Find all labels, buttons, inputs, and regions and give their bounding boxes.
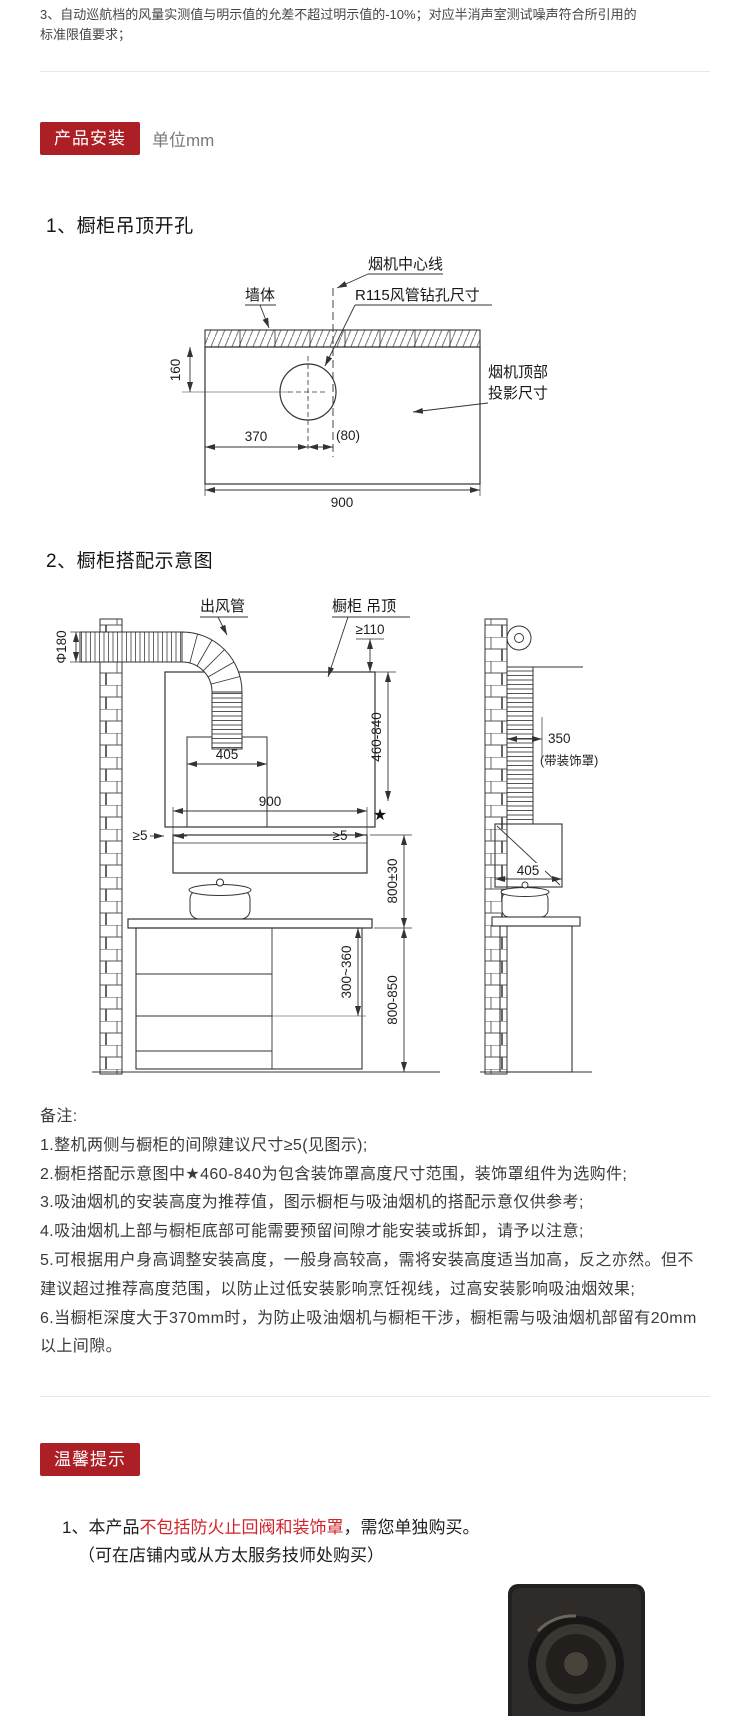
base-cabinet (92, 918, 440, 1073)
check-valve-photo (508, 1584, 645, 1716)
dim-phi180: Φ180 (54, 630, 69, 663)
projection-label-2: 投影尺寸 (488, 385, 548, 402)
dim-gap110: ≥110 (356, 622, 385, 637)
tips-section-badge: 温馨提示 (40, 1443, 140, 1477)
right-base-cabinet (480, 916, 592, 1073)
section-divider (40, 71, 710, 72)
dim-405-right: 405 (517, 863, 540, 878)
dim-80: (80) (336, 428, 360, 443)
diagram2-labels: 出风管 橱柜 吊顶 Φ180 ≥110 405 900 ≥5 ≥5 460-84… (54, 598, 598, 1025)
section2-title: 2、橱柜搭配示意图 (46, 551, 214, 572)
dim-900: 900 (331, 495, 354, 510)
dim-gap5-left: ≥5 (133, 828, 148, 843)
tips-text: 1、本产品不包括防火止回阀和装饰罩，需您单独购买。 （可在店铺内或从方太服务技师… (40, 1514, 710, 1570)
cabinet-ceiling-label: 橱柜 吊顶 (332, 598, 396, 615)
r115-label: R115风管钻孔尺寸 (355, 287, 480, 304)
wall-left (99, 618, 123, 1075)
spec-note-line1: 3、自动巡航档的风量实测值与明示值的允差不超过明示值的-10%；对应半消声室测试… (40, 7, 637, 22)
note-item: 4.吸油烟机上部与橱柜底部可能需要预留间隙才能安装或拆卸，请予以注意; (40, 1223, 584, 1241)
note-item: 3.吸油烟机的安装高度为推荐值，图示橱柜与吸油烟机的搭配示意仅供参考; (40, 1194, 584, 1212)
range-hood (172, 834, 368, 874)
dim-460-840: 460-840 (369, 712, 384, 762)
outlet-duct-label: 出风管 (200, 598, 245, 615)
pot (188, 878, 252, 920)
note-item: 1.整机两侧与橱柜的间隙建议尺寸≥5(见图示); (40, 1136, 368, 1154)
cabinet-diagram: 出风管 橱柜 吊顶 Φ180 ≥110 405 900 ≥5 ≥5 460-84… (54, 598, 598, 1075)
wall-right (484, 618, 508, 1075)
cutout-diagram: 烟机中心线 R115风管钻孔尺寸 墙体 烟机顶部 投影尺寸 370 (80) 9… (168, 256, 548, 510)
dim-370: 370 (245, 429, 268, 444)
dimension-lines-2 (70, 631, 562, 1072)
spec-note: 3、自动巡航档的风量实测值与明示值的允差不超过明示值的-10%；对应半消声室测试… (40, 0, 710, 45)
centerline-label: 烟机中心线 (368, 256, 443, 273)
diagram1-labels: 烟机中心线 R115风管钻孔尺寸 墙体 烟机顶部 投影尺寸 370 (80) 9… (168, 256, 548, 510)
dim-160: 160 (168, 359, 183, 382)
leader-lines (245, 273, 492, 414)
dim-405: 405 (216, 747, 239, 762)
cover-note: (带装饰罩) (540, 754, 598, 768)
dim-350: 350 (548, 731, 571, 746)
tips-line1-suffix: ，需您单独购买。 (343, 1518, 480, 1538)
note-item: 2.橱柜搭配示意图中★460-840为包含装饰罩高度尺寸范围，装饰罩组件为选购件… (40, 1165, 628, 1183)
wall-label: 墙体 (245, 287, 275, 304)
leader-lines-2 (200, 616, 410, 678)
note-item: 5.可根据用户身高调整安装高度，一般身高较高，需将安装高度适当加高，反之亦然。但… (40, 1251, 694, 1298)
dim-gap5-right: ≥5 (333, 828, 348, 843)
section-divider-2 (40, 1396, 710, 1398)
tips-line1-highlight: 不包括防火止回阀和装饰罩 (139, 1518, 344, 1538)
star-mark: ★ (373, 807, 387, 824)
dim-900: 900 (259, 794, 282, 809)
outlet-duct (79, 631, 243, 750)
dim-800-30: 800±30 (385, 859, 400, 904)
right-pot (500, 881, 550, 918)
notes-title: 备注: (40, 1108, 78, 1125)
section1-title: 1、橱柜吊顶开孔 (46, 216, 194, 237)
tips-line1: 1、本产品不包括防火止回阀和装饰罩，需您单独购买。 (62, 1514, 710, 1542)
dim-300-360: 300~360 (339, 946, 354, 999)
right-hood (494, 823, 563, 888)
centerlines (288, 288, 334, 457)
spec-note-line2: 标准限值要求； (40, 27, 132, 42)
unit-label: 单位mm (152, 131, 215, 150)
cutout-outline (204, 329, 481, 485)
right-duct (506, 625, 583, 825)
dim-800-850: 800-850 (385, 975, 400, 1025)
tips-line2: （可在店铺内或从方太服务技师处购买） (78, 1546, 384, 1566)
notes-section: 备注: 1.整机两侧与橱柜的间隙建议尺寸≥5(见图示); 2.橱柜搭配示意图中★… (40, 1103, 710, 1362)
install-section-badge: 产品安装 (40, 122, 140, 155)
dimension-lines (182, 347, 481, 496)
tips-line1-prefix: 1、本产品 (62, 1518, 140, 1538)
note-item: 6.当橱柜深度大于370mm时，为防止吸油烟机与橱柜干涉，橱柜需与吸油烟机部留有… (40, 1309, 697, 1356)
projection-label-1: 烟机顶部 (488, 364, 548, 381)
check-valve-image (508, 1584, 645, 1716)
